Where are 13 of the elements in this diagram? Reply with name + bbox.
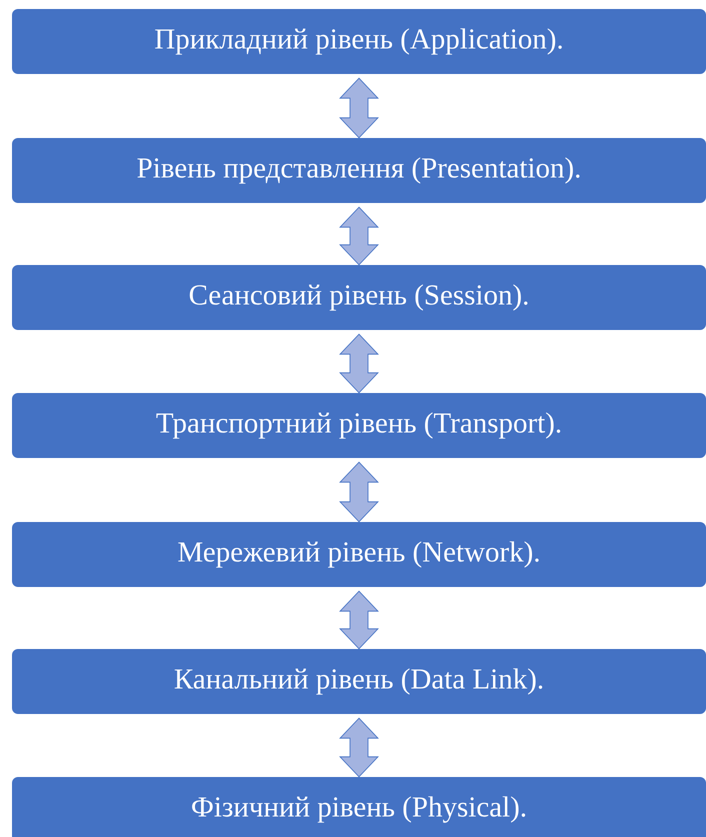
double-arrow bbox=[339, 334, 379, 394]
double-arrow bbox=[339, 462, 379, 522]
double-arrow bbox=[339, 590, 379, 650]
double-arrow bbox=[339, 206, 379, 266]
layer-box: Мережевий рівень (Network). bbox=[12, 522, 706, 587]
layer-box: Рівень представлення (Presentation). bbox=[12, 138, 706, 203]
layer-box: Прикладний рівень (Application). bbox=[12, 9, 706, 74]
double-arrow bbox=[339, 78, 379, 138]
layer-box: Канальний рівень (Data Link). bbox=[12, 649, 706, 714]
layer-box: Сеансовий рівень (Session). bbox=[12, 265, 706, 330]
layer-box: Транспортний рівень (Transport). bbox=[12, 393, 706, 458]
double-arrow bbox=[339, 718, 379, 778]
layer-box: Фізичний рівень (Physical). bbox=[12, 777, 706, 837]
